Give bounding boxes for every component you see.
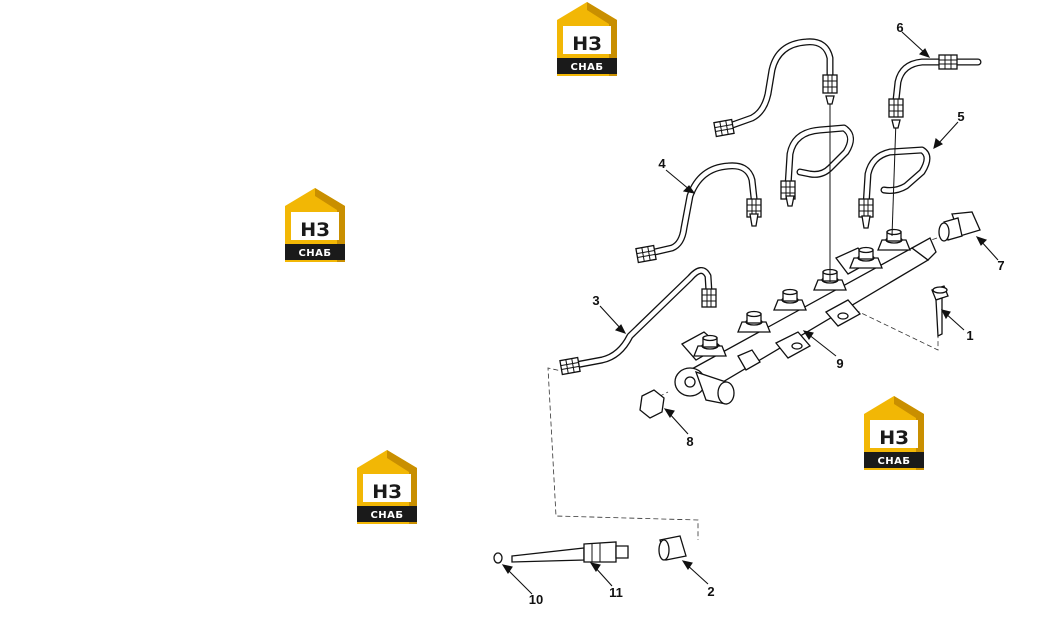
svg-text:НЗ: НЗ — [879, 427, 908, 449]
svg-text:НЗ: НЗ — [572, 33, 601, 55]
fuel-line-loop — [780, 124, 854, 200]
watermark-logo: НЗ СНАБ — [285, 188, 345, 262]
callout-6: 6 — [896, 20, 903, 35]
fuel-line-6 — [888, 54, 982, 237]
fuel-line-5 — [858, 146, 931, 218]
svg-text:СНАБ: СНАБ — [298, 248, 331, 259]
callout-3: 3 — [592, 293, 599, 308]
watermark-logo: НЗ СНАБ — [864, 396, 924, 470]
watermark-logo: НЗ СНАБ — [557, 2, 617, 76]
callout-2: 2 — [707, 584, 714, 599]
fuel-rail — [674, 237, 937, 405]
callout-9: 9 — [836, 356, 843, 371]
callout-7: 7 — [997, 258, 1004, 273]
rail-outlet-bosses — [693, 228, 911, 371]
connector-nut — [658, 535, 687, 561]
callout-11: 11 — [609, 585, 623, 600]
callout-10: 10 — [529, 592, 543, 607]
nozzle-tips — [749, 95, 901, 229]
o-ring — [493, 552, 503, 564]
svg-text:НЗ: НЗ — [300, 219, 329, 241]
svg-text:НЗ: НЗ — [372, 481, 401, 503]
injector-connector-tube — [511, 541, 629, 563]
fuel-line-top — [713, 38, 838, 282]
mounting-bolt — [931, 285, 949, 338]
svg-text:СНАБ: СНАБ — [877, 456, 910, 467]
svg-text:СНАБ: СНАБ — [570, 62, 603, 73]
fuel-line-4 — [635, 162, 762, 264]
pressure-sensor — [938, 211, 981, 242]
rail-plug — [639, 389, 665, 419]
callout-1: 1 — [966, 328, 973, 343]
callout-arrows — [501, 31, 999, 595]
svg-text:СНАБ: СНАБ — [370, 510, 403, 521]
watermark-logo: НЗ СНАБ — [357, 450, 417, 524]
callout-5: 5 — [957, 109, 964, 124]
fuel-line-3 — [559, 267, 717, 376]
callout-8: 8 — [686, 434, 693, 449]
callout-4: 4 — [658, 156, 666, 171]
